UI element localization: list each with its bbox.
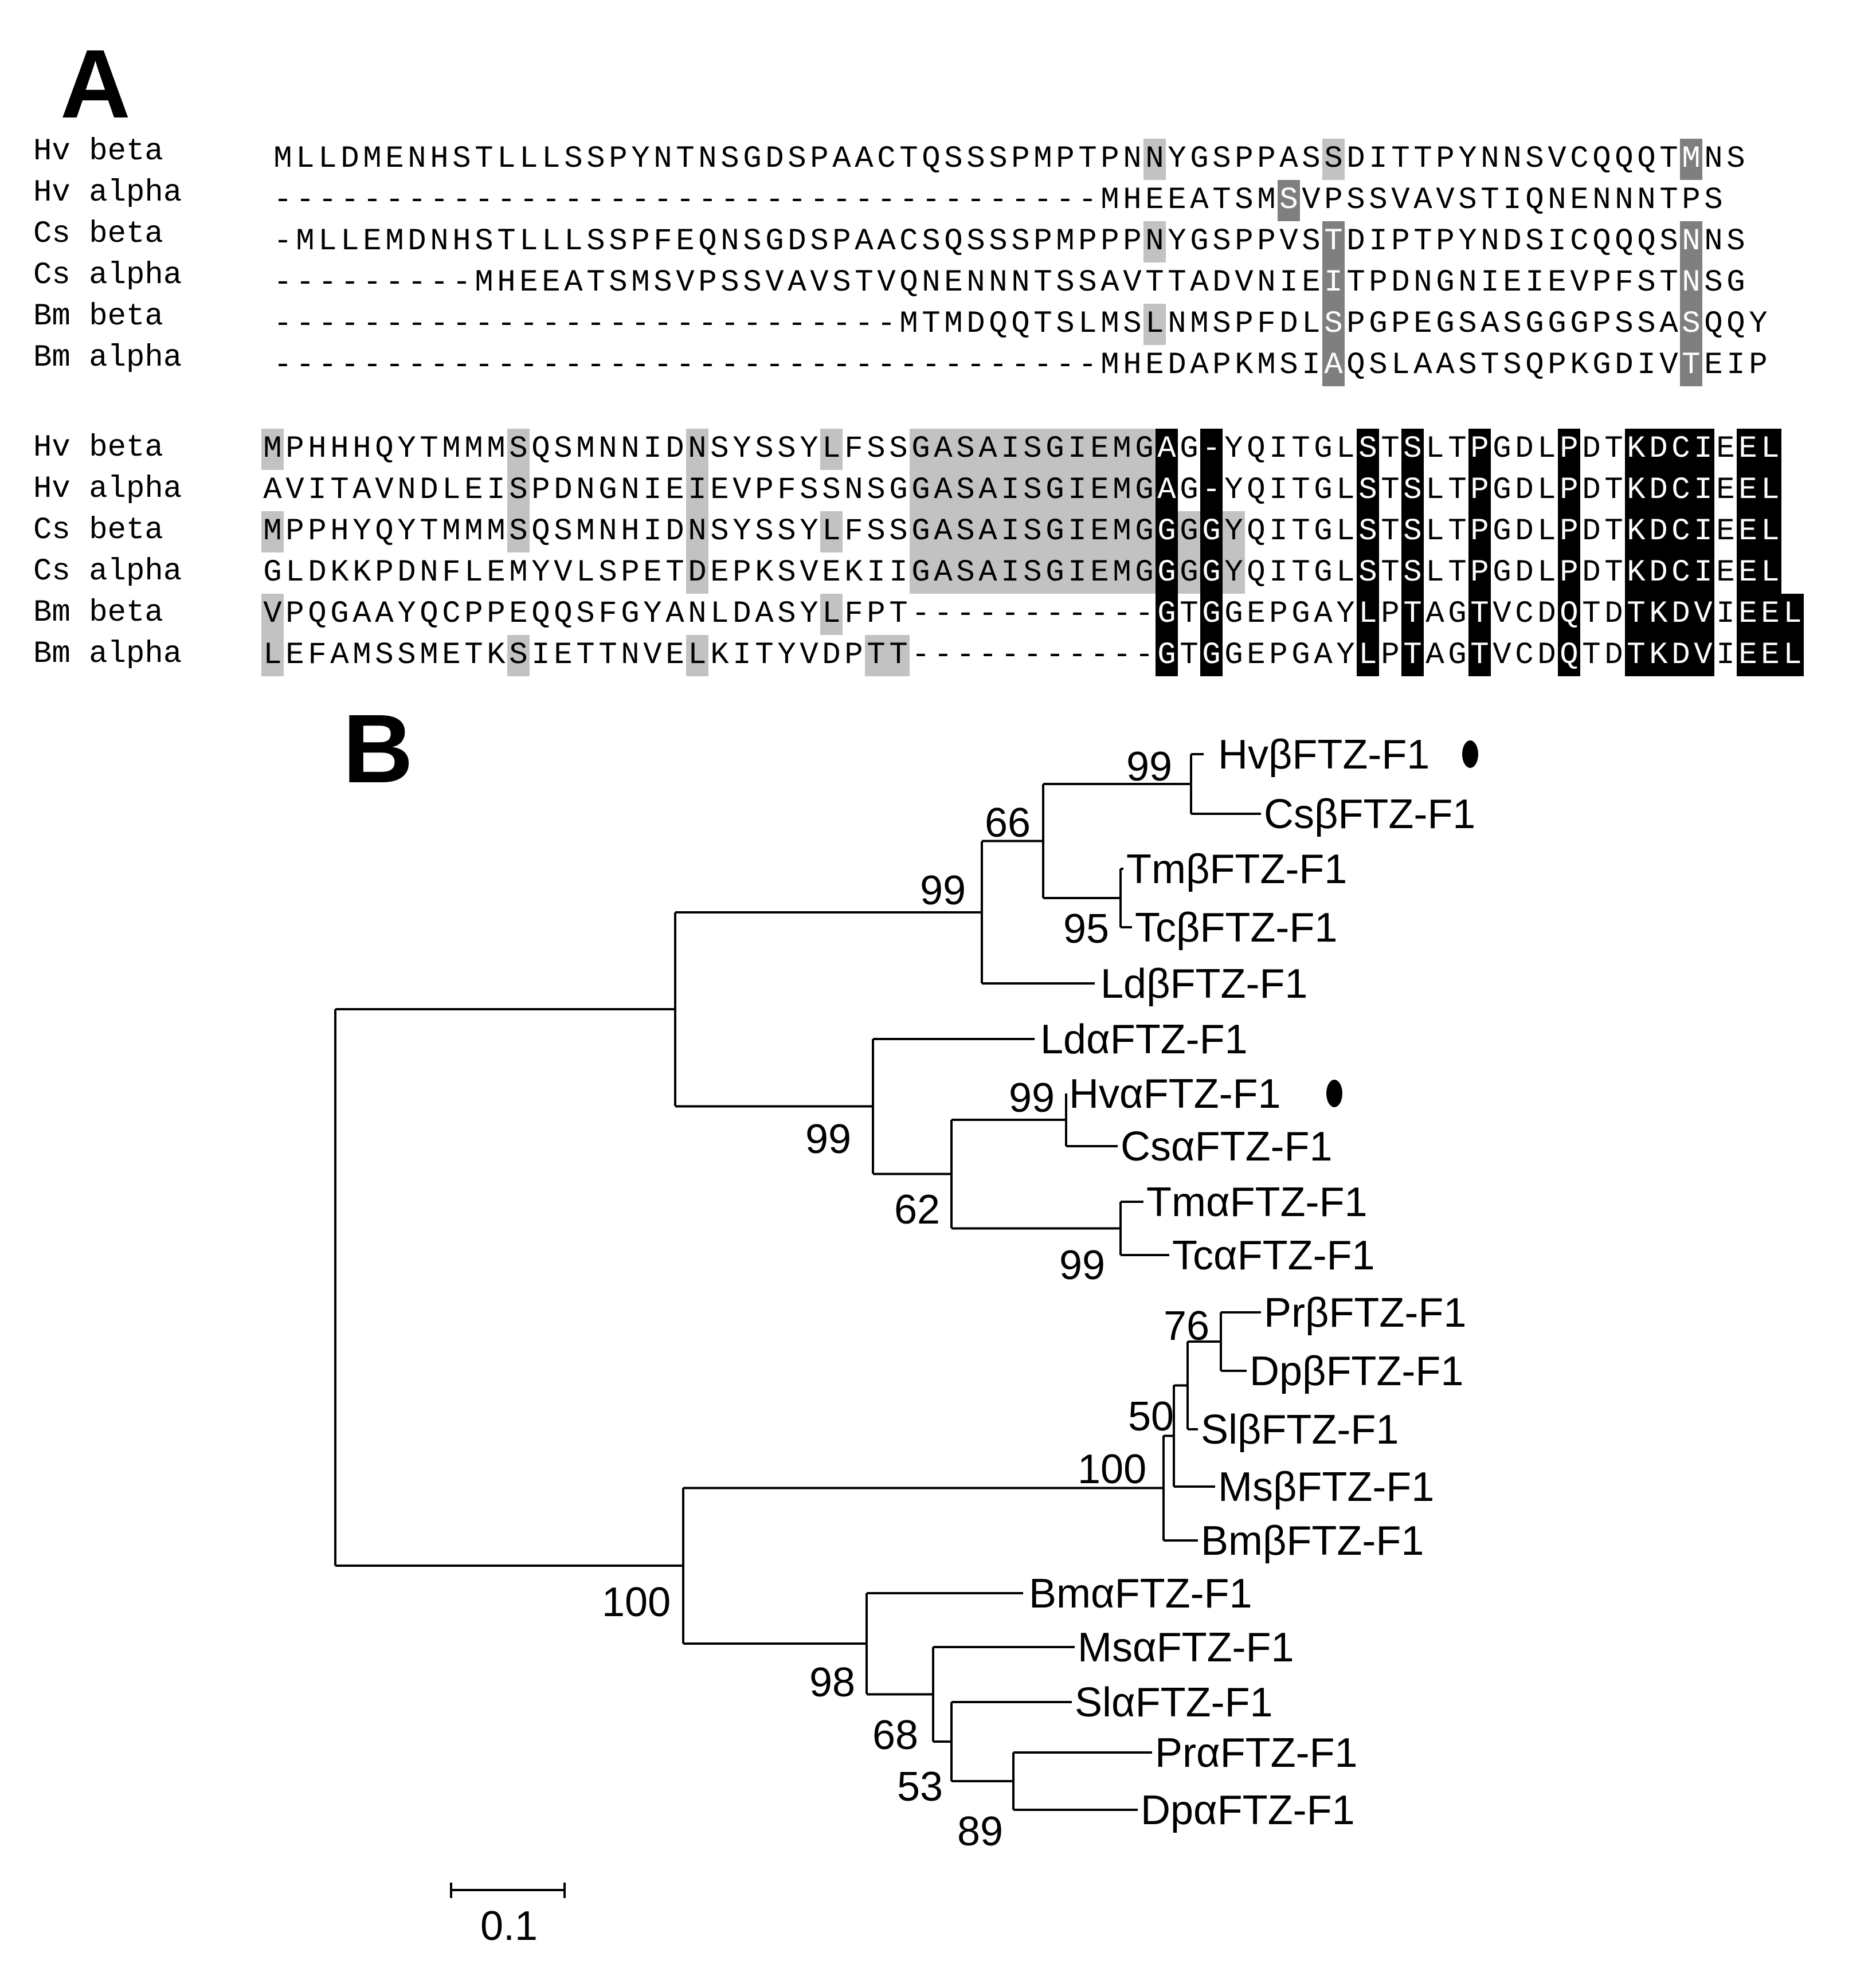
leaf-label: SlβFTZ-F1 — [1201, 1407, 1399, 1453]
leaf-label: DpαFTZ-F1 — [1141, 1787, 1355, 1833]
leaf-label: LdαFTZ-F1 — [1040, 1017, 1248, 1063]
leaf-label: TmαFTZ-F1 — [1146, 1179, 1368, 1225]
leaf-label: TcαFTZ-F1 — [1172, 1233, 1375, 1279]
sequence-name: Cs alpha — [33, 258, 182, 293]
panel-b-label: B — [343, 695, 413, 803]
bootstrap-value: 62 — [894, 1187, 940, 1233]
bootstrap-value: 99 — [1059, 1242, 1105, 1288]
leaf-label: SlαFTZ-F1 — [1075, 1680, 1273, 1726]
bootstrap-value: 50 — [1128, 1394, 1174, 1440]
sequence-name: Bm alpha — [33, 637, 182, 672]
bootstrap-value: 99 — [920, 868, 966, 913]
leaf-label: LdβFTZ-F1 — [1100, 961, 1307, 1007]
leaf-label: MsβFTZ-F1 — [1218, 1464, 1434, 1510]
bootstrap-value: 89 — [957, 1809, 1003, 1855]
sequence-name: Bm beta — [33, 595, 163, 630]
leaf-label: HvβFTZ-F1 — [1218, 732, 1429, 778]
leaf-label: CsβFTZ-F1 — [1264, 791, 1475, 837]
leaf-label: DpβFTZ-F1 — [1250, 1348, 1463, 1394]
leaf-label: PrβFTZ-F1 — [1264, 1290, 1466, 1336]
bootstrap-value: 99 — [1126, 744, 1172, 790]
leaf-label: TcβFTZ-F1 — [1135, 905, 1337, 951]
bootstrap-value: 53 — [897, 1764, 943, 1810]
sequence-name: Hv beta — [33, 134, 163, 169]
sequence-name: Bm beta — [33, 299, 163, 334]
leaf-label: CsαFTZ-F1 — [1121, 1124, 1333, 1170]
leaf-label: MsαFTZ-F1 — [1078, 1625, 1294, 1671]
bootstrap-value: 68 — [872, 1712, 918, 1758]
sequence-name: Hv alpha — [33, 175, 182, 210]
sequence-name: Bm alpha — [33, 340, 182, 375]
leaf-label: TmβFTZ-F1 — [1126, 846, 1347, 892]
leaf-label: BmαFTZ-F1 — [1029, 1571, 1252, 1617]
bootstrap-value: 99 — [805, 1116, 851, 1162]
bootstrap-value: 99 — [1009, 1075, 1055, 1121]
sequence-name: Hv alpha — [33, 472, 182, 507]
sequence-name: Hv beta — [33, 430, 163, 465]
phylogenetic-tree: HvβFTZ-F1CsβFTZ-F1TmβFTZ-F1TcβFTZ-F1LdβF… — [334, 732, 1478, 1949]
bootstrap-value: 100 — [1078, 1446, 1146, 1492]
leaf-label: PrαFTZ-F1 — [1155, 1730, 1358, 1776]
bootstrap-value: 66 — [985, 800, 1031, 846]
bootstrap-value: 95 — [1063, 906, 1109, 952]
sequence-name: Cs beta — [33, 513, 163, 548]
sequence-name: Cs beta — [33, 217, 163, 252]
leaf-label: BmβFTZ-F1 — [1201, 1518, 1424, 1564]
marker-dot — [1326, 1080, 1342, 1107]
bootstrap-value: 98 — [809, 1660, 855, 1706]
leaf-label: HvαFTZ-F1 — [1069, 1071, 1281, 1117]
sequence-name: Cs alpha — [33, 554, 182, 589]
bootstrap-value: 100 — [602, 1579, 671, 1625]
panel-a-label: A — [60, 30, 131, 139]
bootstrap-value: 76 — [1164, 1303, 1209, 1349]
marker-dot — [1462, 740, 1478, 768]
scale-bar-label: 0.1 — [480, 1903, 538, 1949]
